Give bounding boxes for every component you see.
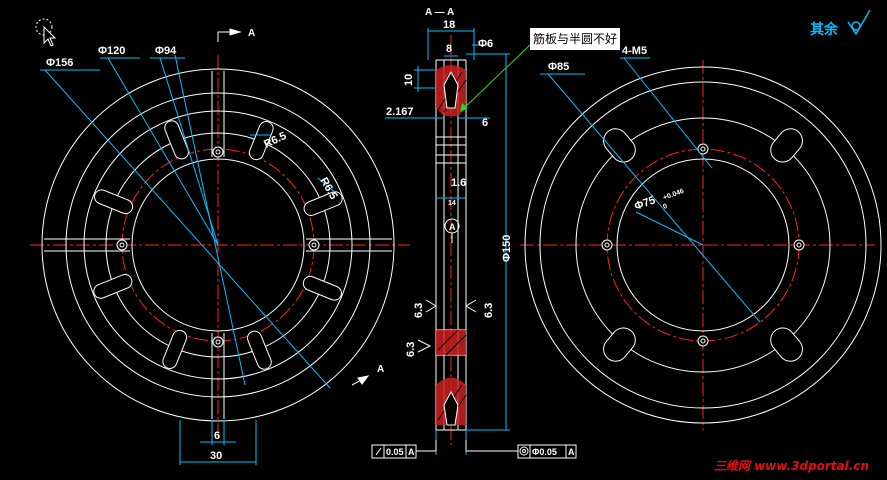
right-front-view: Φ85 4-M5 Φ75 +0.046 0 <box>520 45 882 430</box>
section-mark-bottom: A <box>377 364 384 375</box>
watermark: 三维网 www.3dportal.cn <box>713 459 869 473</box>
dim-phi6: Φ6 <box>478 38 493 50</box>
dim-phi75: Φ75 <box>633 194 657 213</box>
svg-text:其余: 其余 <box>810 21 839 38</box>
dim-height-10: 10 <box>403 74 415 86</box>
left-front-view: Φ156 Φ120 Φ94 R6.5 R6.5 6 30 A A <box>30 28 410 465</box>
svg-text:A: A <box>408 447 415 457</box>
section-mark-top: A <box>248 28 255 39</box>
roughness-6-3-b: 6.3 <box>483 303 495 318</box>
dim-width-8: 8 <box>446 43 452 55</box>
roughness-6-3-c: 6.3 <box>405 342 417 357</box>
dim-width-30: 30 <box>210 450 222 462</box>
dim-4-m5: 4-M5 <box>622 45 647 57</box>
roughness-6-3-a: 6.3 <box>413 303 425 318</box>
dim-phi150: Φ150 <box>501 235 513 262</box>
dim-phi156: Φ156 <box>46 57 73 69</box>
dim-width-6: 6 <box>214 430 220 442</box>
dim-phi75-tol-upper: +0.046 <box>662 188 685 202</box>
dim-14: 14 <box>448 200 456 207</box>
callout-leader <box>461 44 531 111</box>
dim-2167: 2.167 <box>386 106 414 118</box>
callout-note: 筋板与半圆不好 <box>530 28 620 50</box>
svg-text:A: A <box>568 447 575 457</box>
svg-text:0.05: 0.05 <box>386 447 404 457</box>
cursor-icon <box>35 18 57 47</box>
datum-a-symbol: A <box>444 218 460 243</box>
dim-phi75-tol-lower: 0 <box>662 203 668 211</box>
dim-width-18: 18 <box>443 19 455 31</box>
dim-phi85: Φ85 <box>548 61 569 73</box>
remaining-surface-note: 其余 <box>810 9 871 38</box>
svg-text:A: A <box>449 222 456 232</box>
section-view: A — A <box>371 7 577 459</box>
dim-phi94: Φ94 <box>155 45 177 57</box>
section-title: A — A <box>425 7 454 18</box>
roughness-symbol-icon <box>847 9 871 36</box>
concentricity-tolerance-frame: Φ0.05 A <box>517 444 577 459</box>
dim-phi120: Φ120 <box>98 45 125 57</box>
runout-tolerance-frame: 0.05 A <box>371 444 417 459</box>
dim-6: 6 <box>482 117 488 129</box>
dim-1-6: 1.6 <box>451 177 466 189</box>
svg-text:Φ0.05: Φ0.05 <box>532 447 557 457</box>
